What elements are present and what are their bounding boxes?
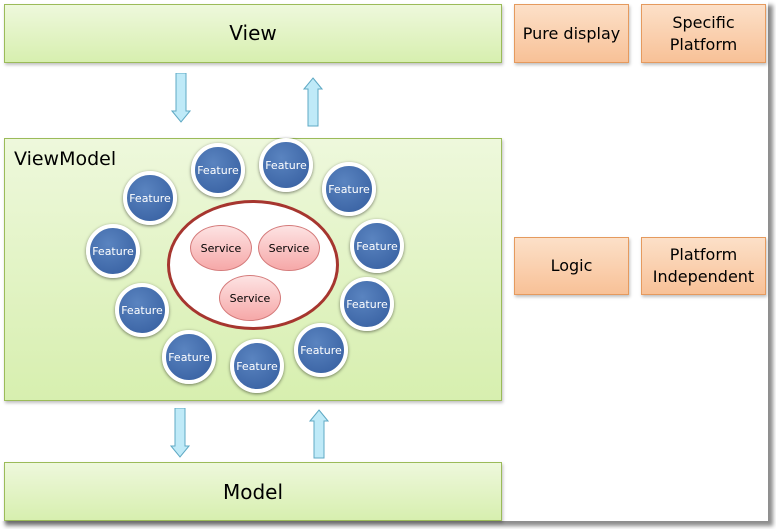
service-node: Service (190, 225, 252, 271)
tag-pure-display: Pure display (514, 4, 629, 63)
feature-node: Feature (115, 283, 169, 337)
view-layer: View (4, 4, 502, 63)
feature-node: Feature (162, 330, 216, 384)
tag-specific-platform: Specific Platform (641, 4, 766, 63)
tag-platform-independent-label: Platform Independent (652, 245, 755, 286)
tag-platform-independent: Platform Independent (641, 237, 766, 295)
feature-node: Feature (294, 323, 348, 377)
feature-node: Feature (191, 143, 245, 197)
arrow-up-viewmodel-to-view-icon (303, 77, 323, 127)
tag-logic: Logic (514, 237, 629, 295)
feature-node: Feature (86, 224, 140, 278)
tag-specific-platform-label: Specific Platform (669, 12, 738, 54)
arrow-up-model-to-viewmodel-icon (309, 409, 329, 459)
arrow-down-view-to-viewmodel-icon (171, 73, 191, 123)
tag-logic-label: Logic (550, 256, 593, 275)
model-layer: Model (4, 462, 502, 521)
feature-node: Feature (350, 219, 404, 273)
service-node: Service (258, 225, 320, 271)
model-layer-title: Model (222, 480, 284, 504)
feature-node: Feature (123, 171, 177, 225)
viewmodel-layer-title: ViewModel (14, 148, 117, 170)
tag-pure-display-label: Pure display (522, 23, 621, 43)
feature-node: Feature (230, 339, 284, 393)
arrow-down-viewmodel-to-model-icon (170, 408, 190, 458)
diagram-canvas: View ViewModel Model Pure display Specif… (4, 4, 766, 521)
view-layer-title: View (229, 21, 277, 45)
feature-node: Feature (322, 162, 376, 216)
feature-node: Feature (259, 138, 313, 192)
feature-node: Feature (340, 277, 394, 331)
service-node: Service (219, 275, 281, 321)
